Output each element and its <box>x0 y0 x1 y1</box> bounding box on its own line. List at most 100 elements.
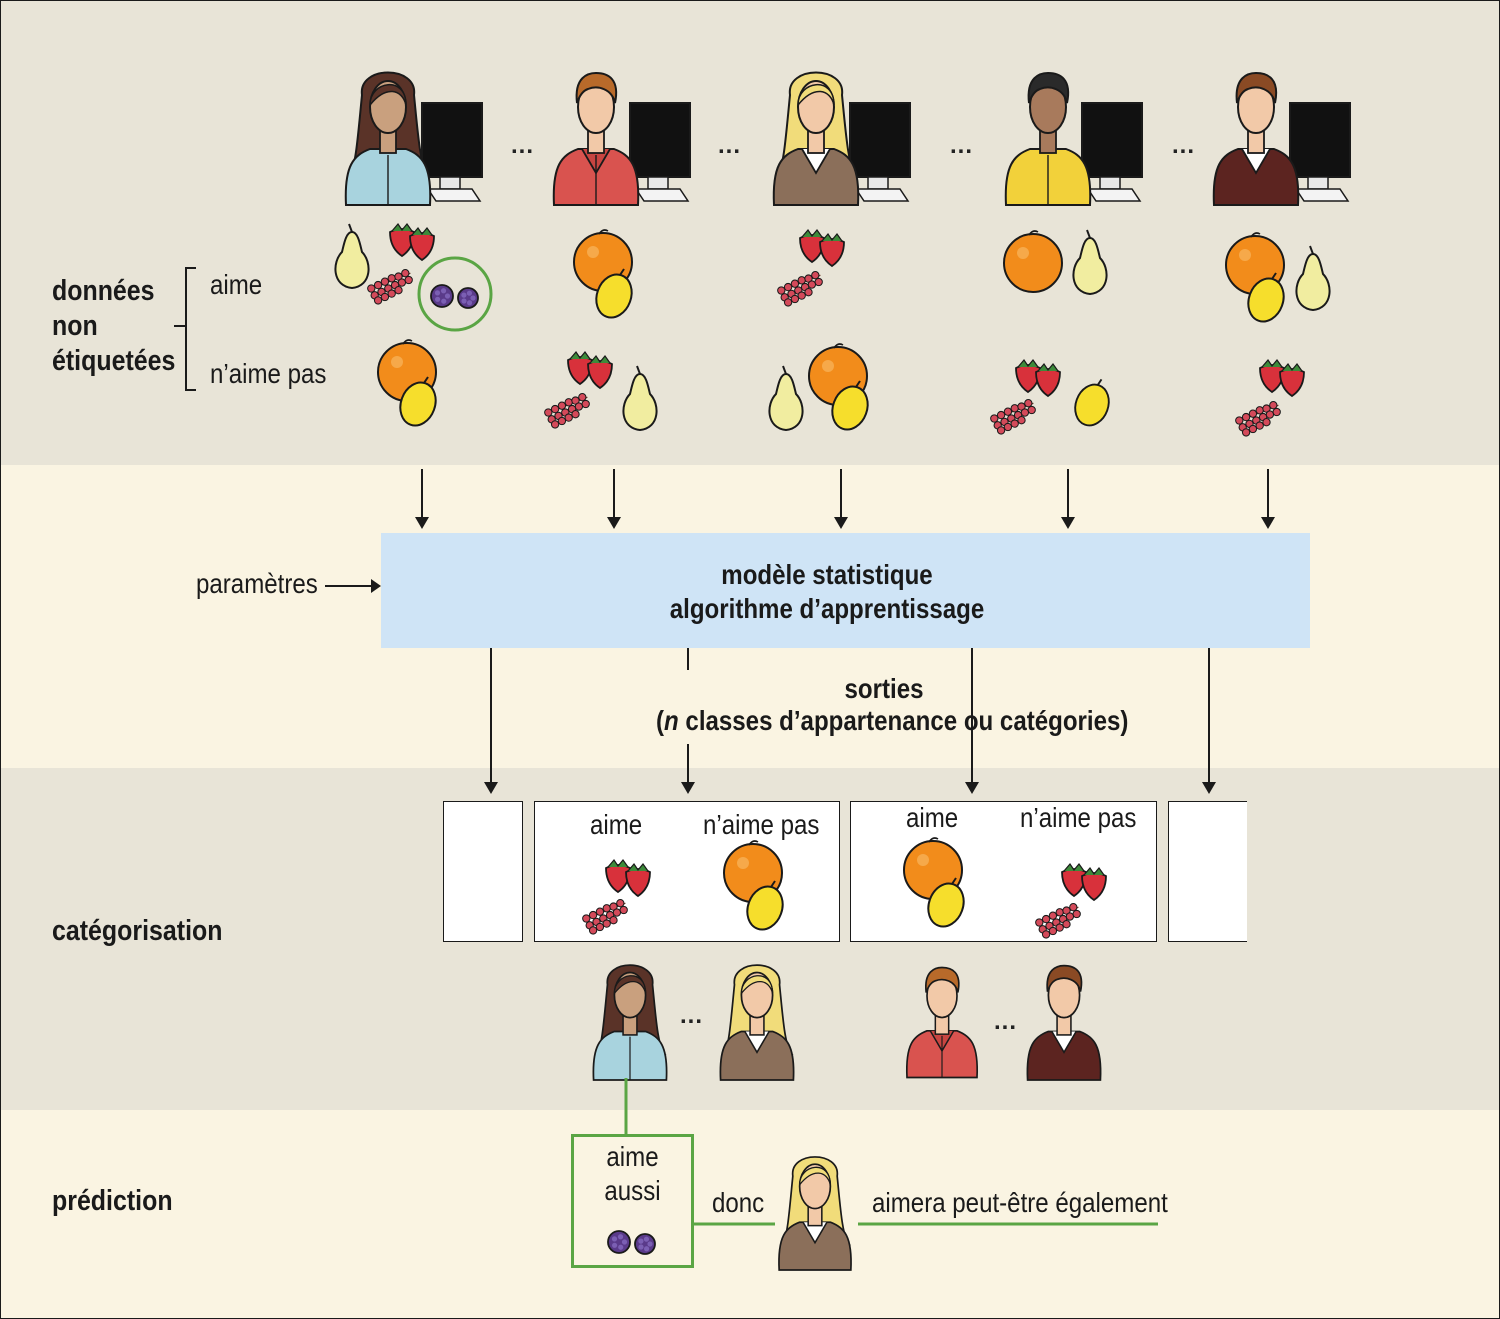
category-1-naime-pas: n’aime pas <box>703 809 820 840</box>
redcurrants-icon <box>367 269 413 305</box>
strawberries-icon <box>389 223 435 262</box>
pear-icon <box>1295 245 1331 312</box>
category-box-empty-right <box>1168 801 1247 942</box>
model-line-2: algorithme d’apprentissage <box>669 593 985 624</box>
person-man-red-shirt-icon <box>552 71 691 206</box>
input-arrows <box>415 469 1275 529</box>
strawberries-icon <box>799 229 845 268</box>
output-arrow-3 <box>965 648 979 794</box>
input-arrow-1 <box>415 469 429 529</box>
lemon-icon <box>1247 272 1285 323</box>
blackberries-icon <box>430 284 479 309</box>
ellipsis-3: ... <box>950 132 974 159</box>
person-woman-blonde-icon <box>778 1156 852 1271</box>
model-box <box>381 533 1310 648</box>
label-naime-pas: n’aime pas <box>210 358 327 389</box>
person-5-with-computer <box>1208 55 1358 215</box>
person-4-with-computer <box>1000 55 1150 215</box>
lemon-icon <box>927 877 965 928</box>
person-3-with-computer <box>768 55 918 215</box>
highlight-ring <box>417 256 493 332</box>
category-2-person-b <box>1018 950 1110 1081</box>
category-1-person-a <box>588 950 672 1081</box>
person-man-red-shirt-icon <box>906 966 978 1079</box>
person-1-with-computer <box>340 55 490 215</box>
computer-monitor-icon <box>1289 102 1351 202</box>
model-line-1: modèle statistique <box>721 559 933 590</box>
redcurrants-icon <box>1235 401 1281 437</box>
prediction-box <box>571 1134 694 1268</box>
category-2-naime-pas: n’aime pas <box>1020 802 1137 833</box>
pear-icon <box>622 365 658 432</box>
category-box-2 <box>850 801 1157 942</box>
outputs-line-1: sorties <box>844 673 924 704</box>
input-arrow-2 <box>607 469 621 529</box>
section-label-donnees: données non étiquetées <box>52 275 176 377</box>
strawberries-icon <box>1061 863 1107 902</box>
pear-icon <box>768 365 804 432</box>
bracket-icon <box>174 267 196 391</box>
redcurrants-icon <box>544 393 590 429</box>
outputs-rest: classes d’appartenance ou catégories) <box>678 705 1129 736</box>
lemon-icon <box>399 376 437 427</box>
ellipsis-1: ... <box>511 132 535 159</box>
pear-icon <box>1072 229 1108 296</box>
ellipsis-4: ... <box>1172 132 1196 159</box>
redcurrants-icon <box>1035 903 1081 939</box>
lemon-icon <box>831 380 869 431</box>
ellipsis-2: ... <box>718 132 742 159</box>
outputs-n-italic: n <box>664 705 679 736</box>
section-label-categorisation: catégorisation <box>52 915 223 947</box>
fruit-preferences <box>334 223 1331 437</box>
computer-monitor-icon <box>1081 102 1143 202</box>
lemon-icon <box>595 268 633 319</box>
redcurrants-icon <box>990 399 1036 435</box>
computer-monitor-icon <box>849 102 911 202</box>
person-woman-dark-hair-icon <box>592 964 668 1081</box>
band-prediction <box>0 1110 1500 1319</box>
lemon-icon <box>1074 378 1110 427</box>
output-arrow-4 <box>1202 648 1216 794</box>
ellipsis-category-1: ... <box>680 1002 704 1029</box>
person-2-with-computer <box>548 55 698 215</box>
prediction-donc: donc <box>712 1187 765 1218</box>
category-1-person-b <box>710 950 804 1081</box>
outputs-open-paren: ( <box>656 705 665 736</box>
person-woman-blonde-icon <box>719 964 795 1081</box>
prediction-aimera: aimera peut-être également <box>872 1187 1168 1218</box>
strawberries-icon <box>567 351 613 390</box>
lemon-icon <box>746 880 784 931</box>
blackberries-icon <box>607 1230 656 1255</box>
redcurrants-icon <box>777 271 823 307</box>
output-arrow-1 <box>484 648 498 794</box>
category-2-person-a <box>902 950 982 1080</box>
ellipsis-category-2: ... <box>994 1008 1018 1035</box>
label-aime: aime <box>210 269 263 300</box>
prediction-aime-aussi: aime aussi <box>604 1141 661 1206</box>
label-parametres: paramètres <box>196 568 318 599</box>
outputs-line-2: (n classes d’appartenance ou catégories) <box>656 704 1128 738</box>
input-arrow-4 <box>1061 469 1075 529</box>
input-arrow-3 <box>834 469 848 529</box>
redcurrants-icon <box>582 899 628 935</box>
person-woman-suit-icon <box>1212 71 1351 206</box>
category-box-empty-left <box>443 801 523 942</box>
strawberries-icon <box>605 859 651 898</box>
prediction-person <box>770 1142 860 1271</box>
person-woman-dark-hair-icon <box>344 71 483 206</box>
pear-icon <box>334 223 370 290</box>
computer-monitor-icon <box>421 102 483 202</box>
person-man-yellow-shirt-icon <box>1004 71 1143 206</box>
input-arrow-5 <box>1261 469 1275 529</box>
output-arrows <box>484 648 1216 794</box>
strawberries-icon <box>1015 359 1061 398</box>
parametres-arrow-icon <box>325 579 381 593</box>
section-label-prediction: prédiction <box>52 1185 173 1217</box>
person-woman-suit-icon <box>1026 964 1102 1081</box>
strawberries-icon <box>1259 359 1305 398</box>
outputs-label-backdrop <box>660 670 990 744</box>
